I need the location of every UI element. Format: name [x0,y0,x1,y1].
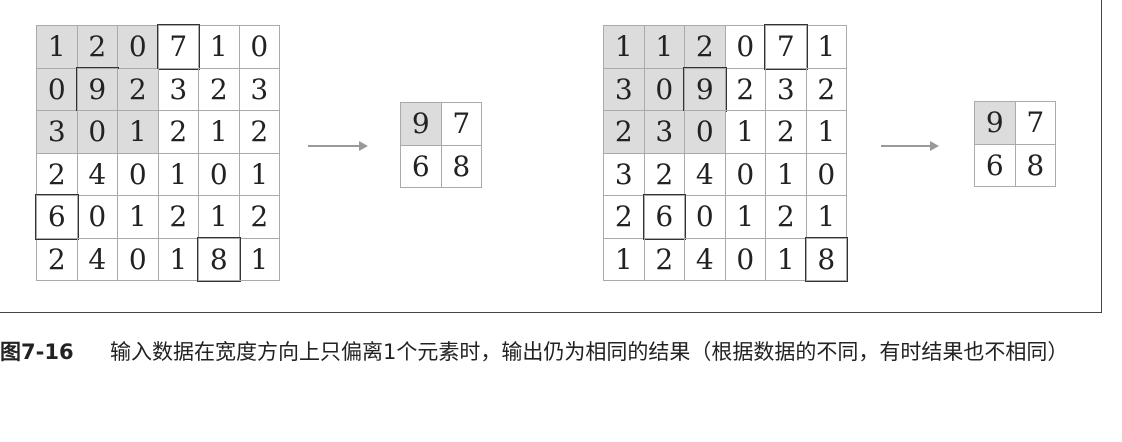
grid-cell: 0 [77,196,118,239]
grid-cell: 1 [766,153,807,196]
grid-cell: 7 [1015,102,1056,145]
grid-cell: 1 [604,238,645,281]
grid-cell: 2 [604,196,645,239]
grid-cell: 2 [806,68,847,111]
grid-cell: 9 [401,103,442,146]
left-arrow-icon [308,141,368,151]
grid-cell: 3 [239,68,280,111]
grid-cell: 1 [37,26,78,69]
grid-cell: 0 [725,238,766,281]
grid-cell: 8 [804,236,848,282]
grid-cell: 2 [37,238,78,281]
grid-cell: 0 [685,111,726,154]
grid-cell: 1 [199,111,240,154]
grid-cell: 2 [239,111,280,154]
grid-cell: 1 [199,196,240,239]
grid-cell: 1 [806,196,847,239]
grid-cell: 2 [766,111,807,154]
grid-cell: 1 [239,238,280,281]
grid-cell: 0 [37,68,78,111]
grid-cell: 2 [158,196,199,239]
grid-cell: 0 [199,153,240,196]
caption-label: 图7-16 [0,340,74,364]
grid-cell: 9 [975,102,1016,145]
grid-cell: 2 [725,68,766,111]
grid-cell: 2 [766,196,807,239]
grid-cell: 1 [239,153,280,196]
grid-cell: 2 [685,26,726,69]
grid-cell: 6 [35,194,78,239]
grid-cell: 9 [683,66,726,112]
grid-cell: 0 [118,26,159,69]
grid-cell: 8 [1015,144,1056,187]
grid-cell: 1 [158,153,199,196]
grid-cell: 0 [806,153,847,196]
grid-cell: 2 [199,68,240,111]
grid-cell: 8 [197,236,240,282]
grid-cell: 3 [644,111,685,154]
grid-cell: 1 [806,26,847,69]
grid-cell: 9 [75,66,119,112]
grid-cell: 2 [77,26,118,69]
grid-cell: 0 [644,68,685,111]
grid-cell: 4 [77,238,118,281]
caption-text: 输入数据在宽度方向上只偏离1个元素时，输出仍为相同的结果（根据数据的不同，有时结… [110,340,1069,364]
grid-cell: 2 [239,196,280,239]
grid-cell: 7 [156,24,200,69]
grid-cell: 4 [685,238,726,281]
grid-cell: 8 [441,145,482,188]
grid-cell: 6 [975,144,1016,187]
grid-cell: 1 [118,111,159,154]
grid-cell: 3 [158,68,199,111]
grid-cell: 7 [764,24,807,69]
grid-cell: 0 [77,111,118,154]
grid-cell: 6 [642,194,686,239]
grid-cell: 1 [118,196,159,239]
grid-cell: 7 [441,103,482,146]
grid-cell: 1 [766,238,807,281]
grid-cell: 3 [37,111,78,154]
grid-cell: 1 [725,111,766,154]
grid-cell: 0 [725,26,766,69]
grid-cell: 2 [158,111,199,154]
grid-cell: 4 [685,153,726,196]
right-arrow-icon [881,141,939,151]
grid-cell: 1 [158,238,199,281]
grid-cell: 6 [401,145,442,188]
grid-cell: 1 [644,26,685,69]
grid-cell: 2 [644,238,685,281]
grid-cell: 3 [604,153,645,196]
grid-cell: 0 [725,153,766,196]
grid-cell: 1 [806,111,847,154]
grid-cell: 2 [644,153,685,196]
grid-cell: 1 [725,196,766,239]
grid-cell: 1 [604,26,645,69]
grid-cell: 0 [118,153,159,196]
grid-cell: 2 [37,153,78,196]
grid-cell: 1 [199,26,240,69]
figure-frame [0,0,1102,313]
grid-cell: 4 [77,153,118,196]
grid-cell: 3 [604,68,645,111]
grid-cell: 0 [685,196,726,239]
grid-cell: 2 [604,111,645,154]
grid-cell: 2 [118,68,159,111]
grid-cell: 3 [766,68,807,111]
grid-cell: 0 [239,26,280,69]
grid-cell: 0 [118,238,159,281]
